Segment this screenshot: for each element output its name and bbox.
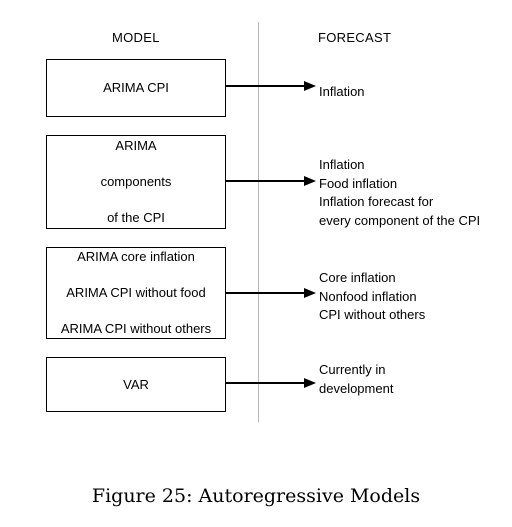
forecast-list: Core inflation Nonfood inflation CPI wit…	[319, 269, 425, 325]
model-line: ARIMA CPI without others	[60, 321, 212, 336]
forecast-item: Inflation forecast for	[319, 194, 434, 209]
model-line: of the CPI	[107, 210, 165, 225]
model-line: ARIMA CPI	[103, 80, 169, 95]
model-label: VAR	[123, 358, 149, 412]
arrow-right-icon	[226, 378, 316, 388]
model-box-var: VAR	[46, 357, 226, 412]
forecast-list: Inflation Food inflation Inflation forec…	[319, 156, 480, 230]
forecast-item: development	[319, 380, 394, 396]
arrow-right-icon	[226, 176, 316, 186]
forecast-item: Food inflation	[319, 175, 398, 191]
model-box-arima-core: ARIMA core inflation ARIMA CPI without f…	[46, 247, 226, 339]
model-label: ARIMA CPI	[103, 61, 169, 115]
model-line: VAR	[123, 376, 149, 392]
model-label: ARIMA core inflation ARIMA CPI without f…	[61, 230, 211, 356]
model-line: components	[100, 174, 172, 189]
figure-caption: Figure 25: Autoregressive Models	[91, 485, 421, 507]
forecast-list: Currently in development	[319, 361, 393, 398]
model-box-arima-cpi: ARIMA CPI	[46, 59, 226, 117]
forecast-item: CPI without others	[319, 307, 426, 322]
forecast-item: Inflation	[319, 157, 365, 172]
model-box-arima-components: ARIMA components of the CPI	[46, 135, 226, 229]
forecast-column-header: FORECAST	[318, 30, 392, 45]
model-label: ARIMA components of the CPI	[101, 119, 172, 245]
column-divider	[258, 22, 259, 422]
model-line: ARIMA	[115, 138, 157, 153]
forecast-item: Currently in	[319, 362, 386, 377]
forecast-item: Inflation	[319, 84, 365, 99]
forecast-item: every component of the CPI	[319, 212, 481, 228]
model-line: ARIMA CPI without food	[66, 285, 206, 300]
forecast-item: Nonfood inflation	[319, 288, 417, 304]
model-column-header: MODEL	[112, 30, 160, 45]
model-line: ARIMA core inflation	[77, 249, 195, 264]
forecast-list: Inflation	[319, 83, 365, 102]
arrow-right-icon	[226, 288, 316, 298]
forecast-item: Core inflation	[319, 270, 396, 285]
arrow-right-icon	[226, 81, 316, 91]
